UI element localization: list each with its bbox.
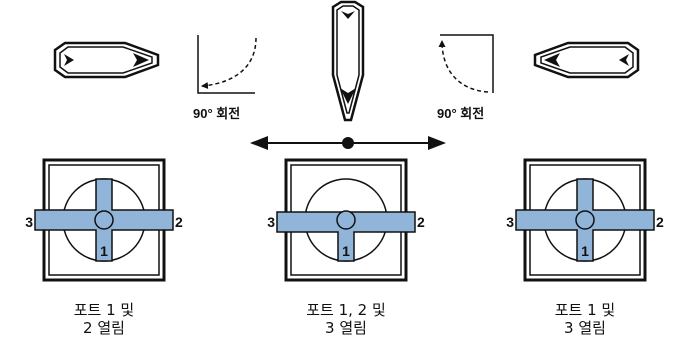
port-label-3: 3 <box>25 214 33 230</box>
port-label-1: 1 <box>581 243 589 259</box>
port-label-2: 2 <box>175 214 183 230</box>
caption-center-line2: 3 열림 <box>325 319 367 337</box>
caption-right-line1: 포트 1 및 <box>554 301 616 319</box>
caption-right: 포트 1 및 3 열림 <box>515 301 655 337</box>
rotate-clockwise-arrow-icon <box>438 34 494 93</box>
port-label-3: 3 <box>506 214 514 230</box>
caption-right-line2: 3 열림 <box>564 319 606 337</box>
handle-pointing-down-icon <box>331 0 365 122</box>
handle-pointing-left-icon <box>533 41 640 79</box>
flow-channel <box>276 211 416 262</box>
rotation-label-left: 90° 회전 <box>193 106 240 121</box>
rotate-counterclockwise-arrow-icon <box>197 35 257 94</box>
caption-left-line1: 포트 1 및 <box>73 301 135 319</box>
caption-left: 포트 1 및 2 열림 <box>34 301 174 337</box>
valve-right: 3 2 1 <box>506 158 664 282</box>
caption-left-line2: 2 열림 <box>83 319 125 337</box>
valve-left: 3 2 1 <box>25 158 183 282</box>
double-headed-arrow-icon <box>250 136 446 150</box>
handle-pointing-right-icon <box>53 41 160 79</box>
valve-center: 3 2 1 <box>267 158 425 282</box>
port-label-1: 1 <box>100 243 108 259</box>
port-label-3: 3 <box>267 214 275 230</box>
caption-center-line1: 포트 1, 2 및 <box>306 301 386 319</box>
rotation-label-right: 90° 회전 <box>437 106 484 121</box>
port-label-1: 1 <box>342 243 350 259</box>
port-label-2: 2 <box>417 214 425 230</box>
port-label-2: 2 <box>656 214 664 230</box>
caption-center: 포트 1, 2 및 3 열림 <box>276 301 416 337</box>
